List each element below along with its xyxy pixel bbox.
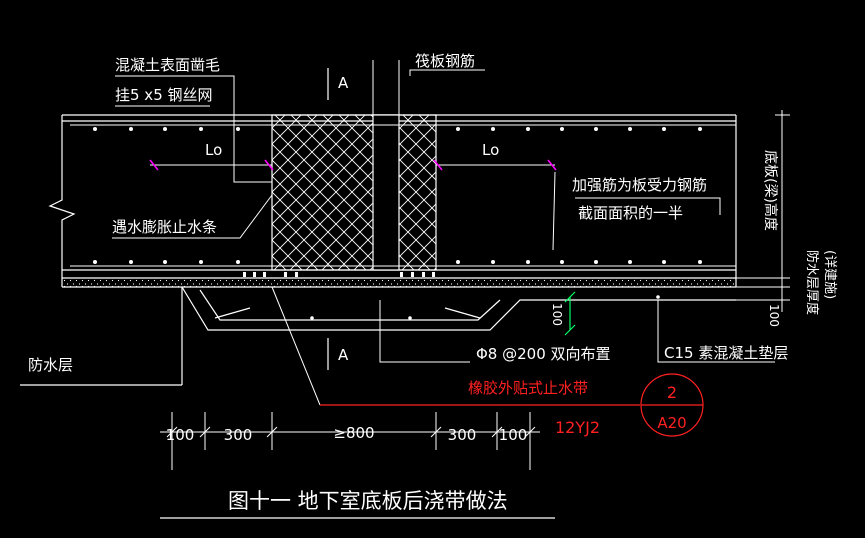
thickened-base xyxy=(20,286,736,386)
label-lo-left: Lo xyxy=(205,141,222,159)
lo-markers xyxy=(149,159,557,171)
label-waterproof-thickness-2: (详建施) xyxy=(822,250,837,299)
label-atlas: 12YJ2 xyxy=(555,418,600,437)
label-concrete-rough: 混凝土表面凿毛 xyxy=(115,56,220,74)
dim-chain xyxy=(160,412,540,470)
label-mesh: 挂5 x5 钢丝网 xyxy=(115,86,213,104)
dim-text-4: 300 xyxy=(448,426,477,444)
leader-lines xyxy=(112,69,775,406)
label-bar-spec: Φ8 @200 双向布置 xyxy=(476,345,611,363)
dim-text-2: 300 xyxy=(224,426,253,444)
label-lo-right: Lo xyxy=(482,141,499,159)
dim-text-1: 100 xyxy=(166,426,195,444)
label-rubber-waterstop: 橡胶外贴式止水带 xyxy=(468,379,588,397)
section-a-top: A xyxy=(338,74,349,92)
drawing-title: 图十一 地下室底板后浇带做法 xyxy=(228,489,508,513)
waterstop-studs xyxy=(243,272,435,277)
label-reinforce-2: 截面面积的一半 xyxy=(578,204,683,222)
rebar-lines xyxy=(70,124,736,267)
label-waterstop-swell: 遇水膨胀止水条 xyxy=(112,218,217,236)
label-slab-thickness: 底板(梁)高度 xyxy=(762,150,779,231)
label-c15: C15 素混凝土垫层 xyxy=(664,344,788,362)
green-dim xyxy=(564,291,576,336)
right-dims xyxy=(736,110,790,312)
waterproof-band xyxy=(62,278,736,287)
red-leader xyxy=(320,373,704,437)
dim-text-3: ≥800 xyxy=(333,424,374,442)
label-detail-sheet: A20 xyxy=(657,414,686,432)
rebar-dots xyxy=(93,127,702,264)
dim-text-5: 100 xyxy=(499,426,528,444)
label-waterproof-layer: 防水层 xyxy=(28,356,73,374)
label-waterproof-thickness-1: 防水层厚度 xyxy=(804,250,820,315)
label-reinforce-1: 加强筋为板受力钢筋 xyxy=(572,176,707,194)
label-raft-rebar: 筏板钢筋 xyxy=(415,52,475,70)
post-cast-strip xyxy=(271,60,437,271)
section-a-bottom: A xyxy=(338,346,349,364)
label-dim-100-side: 100 xyxy=(767,304,781,327)
label-detail-no: 2 xyxy=(667,383,677,402)
label-dim-100-vert: 100 xyxy=(550,303,564,326)
